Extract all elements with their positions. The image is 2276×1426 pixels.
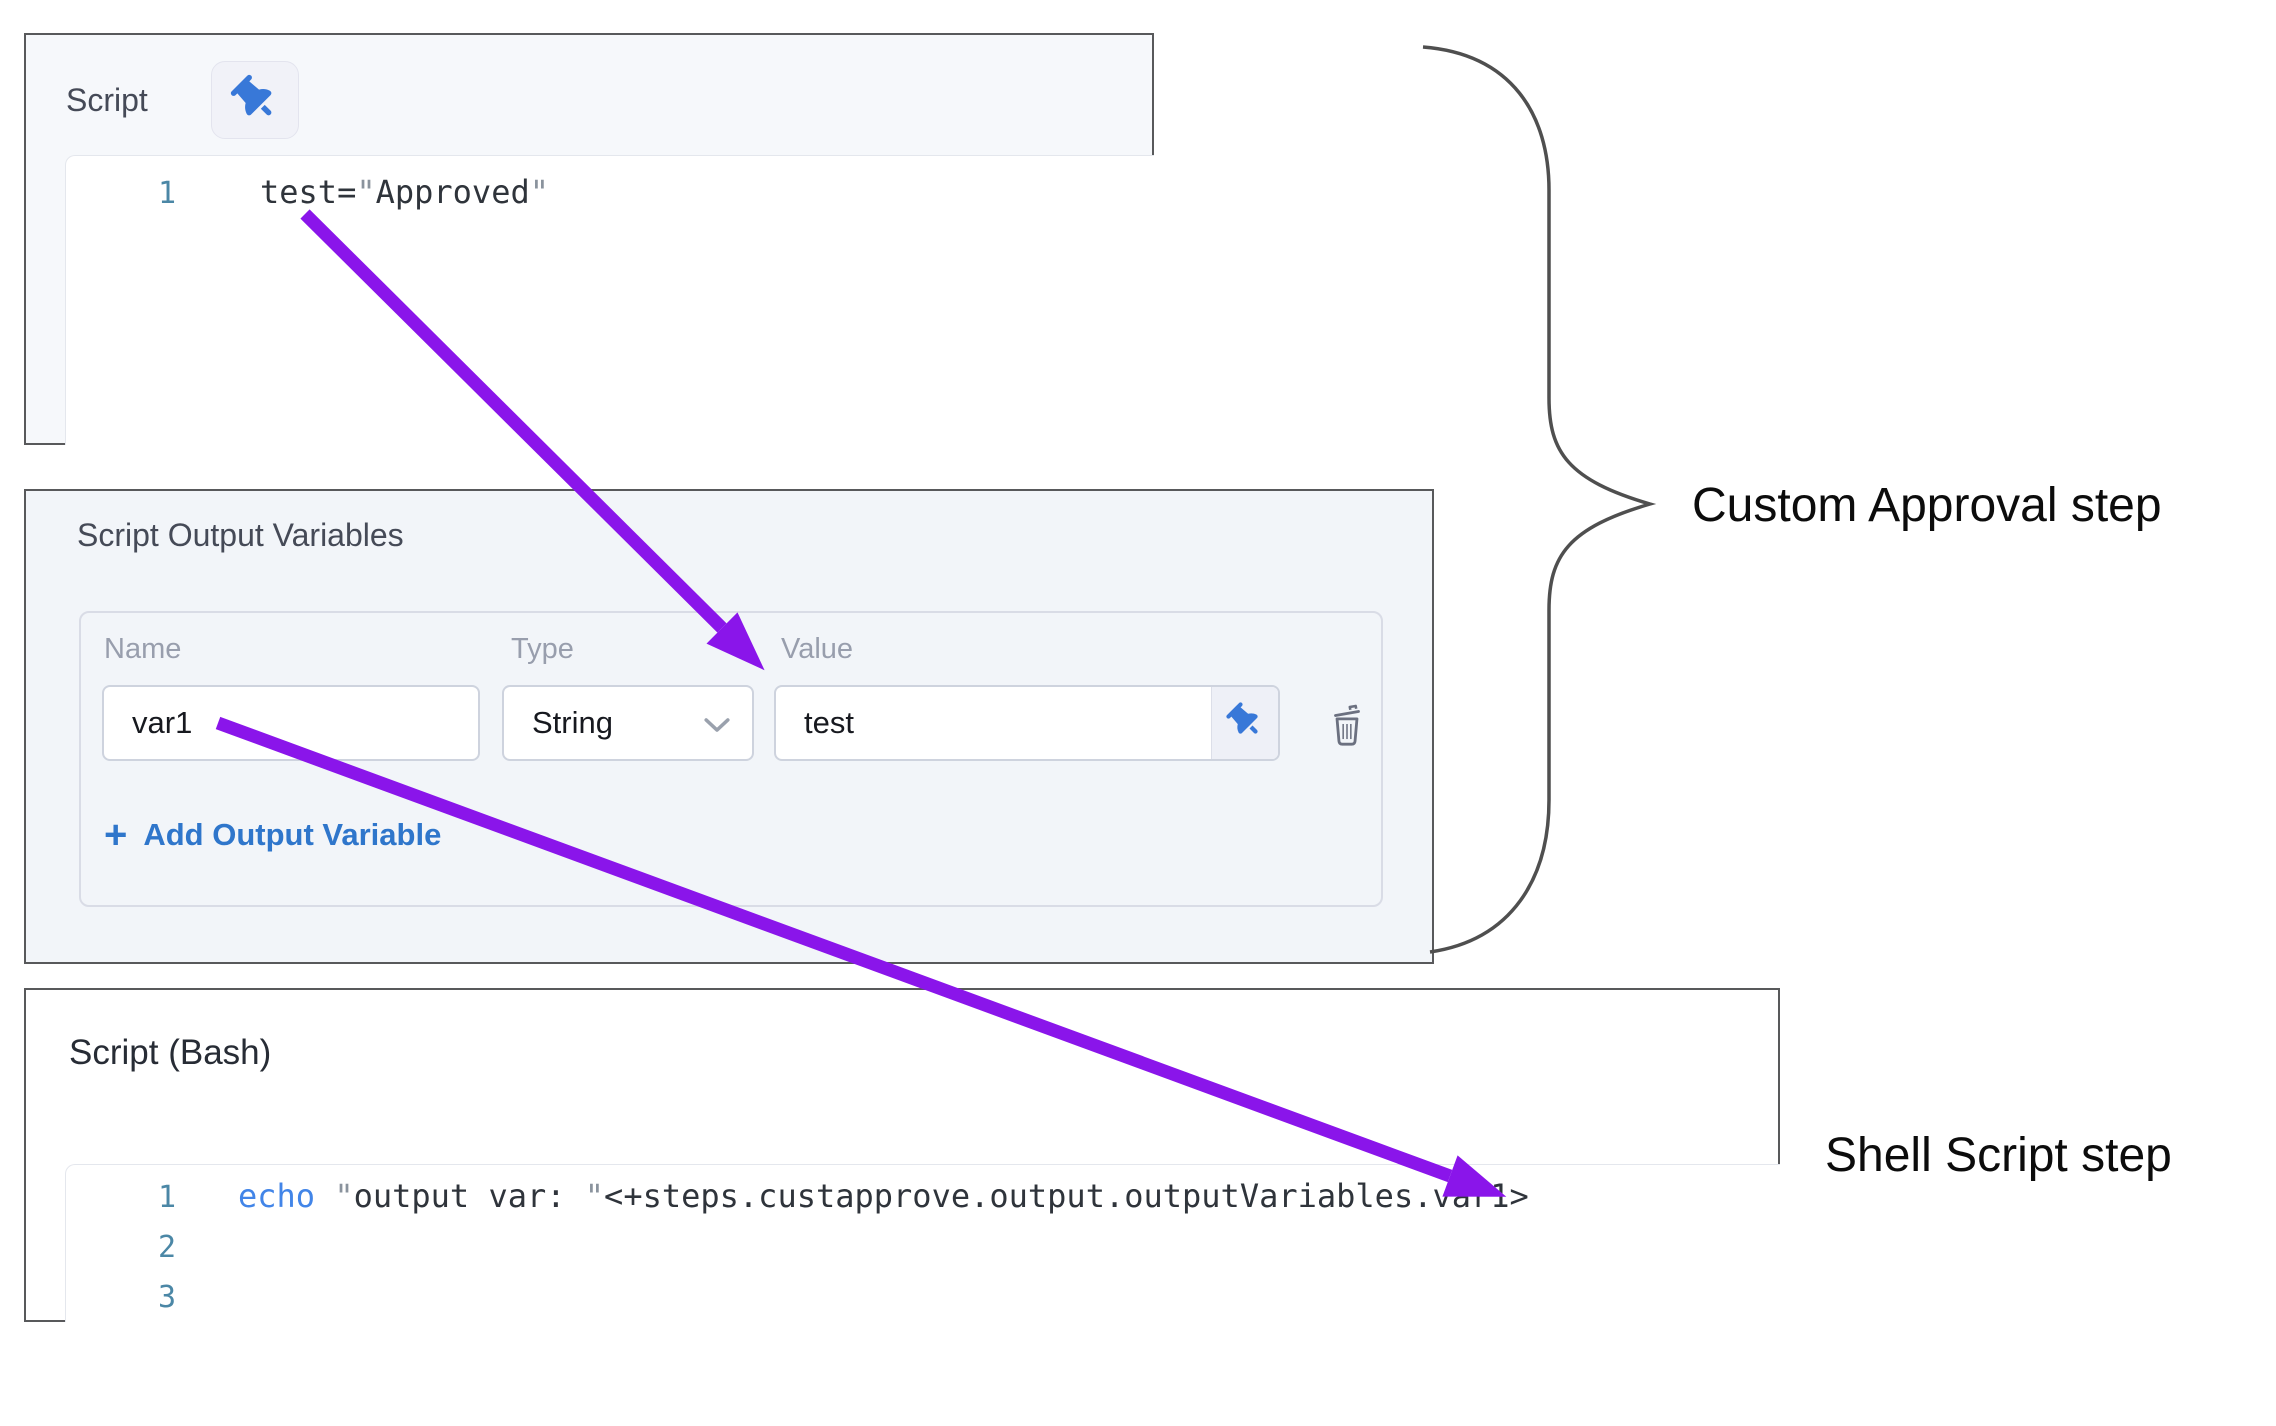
column-header-value: Value [781,633,854,665]
trash-icon [1326,702,1368,751]
variable-type-select[interactable]: String [502,685,754,761]
output-variables-card: Name Type Value String [79,611,1383,907]
output-variables-title: Script Output Variables [77,517,404,553]
code-line: 1 echo "output var: "<+steps.custapprove… [66,1171,1780,1223]
line-number: 3 [157,1280,176,1315]
custom-approval-step-label: Custom Approval step [1692,479,2162,532]
pushpin-icon [1226,701,1262,743]
chevron-down-icon [704,705,730,741]
value-pin-button[interactable] [1211,687,1278,759]
add-output-variable-label: Add Output Variable [143,817,442,852]
bash-panel-title: Script (Bash) [69,1033,272,1072]
variable-value-input[interactable] [776,687,1211,759]
column-header-name: Name [104,633,182,665]
line-number: 1 [157,176,176,211]
delete-variable-button[interactable] [1319,698,1375,754]
script-panel-title: Script [66,82,148,118]
bash-code-editor[interactable]: 1 echo "output var: "<+steps.custapprove… [65,1164,1780,1322]
code-line: 3 [66,1273,1780,1322]
line-number: 2 [157,1230,176,1265]
add-output-variable-button[interactable]: + Add Output Variable [104,813,441,857]
code-text: test="Approved" [260,173,549,211]
script-panel: Script 1 test="Approved" [24,33,1154,445]
script-code-editor[interactable]: 1 test="Approved" [65,155,1154,445]
shell-script-step-label: Shell Script step [1825,1129,2172,1182]
variable-name-input[interactable] [102,685,480,761]
code-line: 1 test="Approved" [66,168,1154,218]
code-line: 2 [66,1223,1780,1273]
variable-type-value: String [532,705,613,740]
script-output-variables-panel: Script Output Variables Name Type Value … [24,489,1434,964]
pushpin-icon [230,74,277,124]
curly-brace [1422,45,1657,954]
code-text: echo "output var: "<+steps.custapprove.o… [238,1177,1529,1215]
plus-icon: + [104,813,128,857]
bash-script-panel: Script (Bash) 1 echo "output var: "<+ste… [24,988,1780,1322]
script-pin-button[interactable] [211,61,299,139]
variable-value-input-group [774,685,1280,761]
line-number: 1 [157,1180,176,1215]
column-header-type: Type [511,633,574,665]
